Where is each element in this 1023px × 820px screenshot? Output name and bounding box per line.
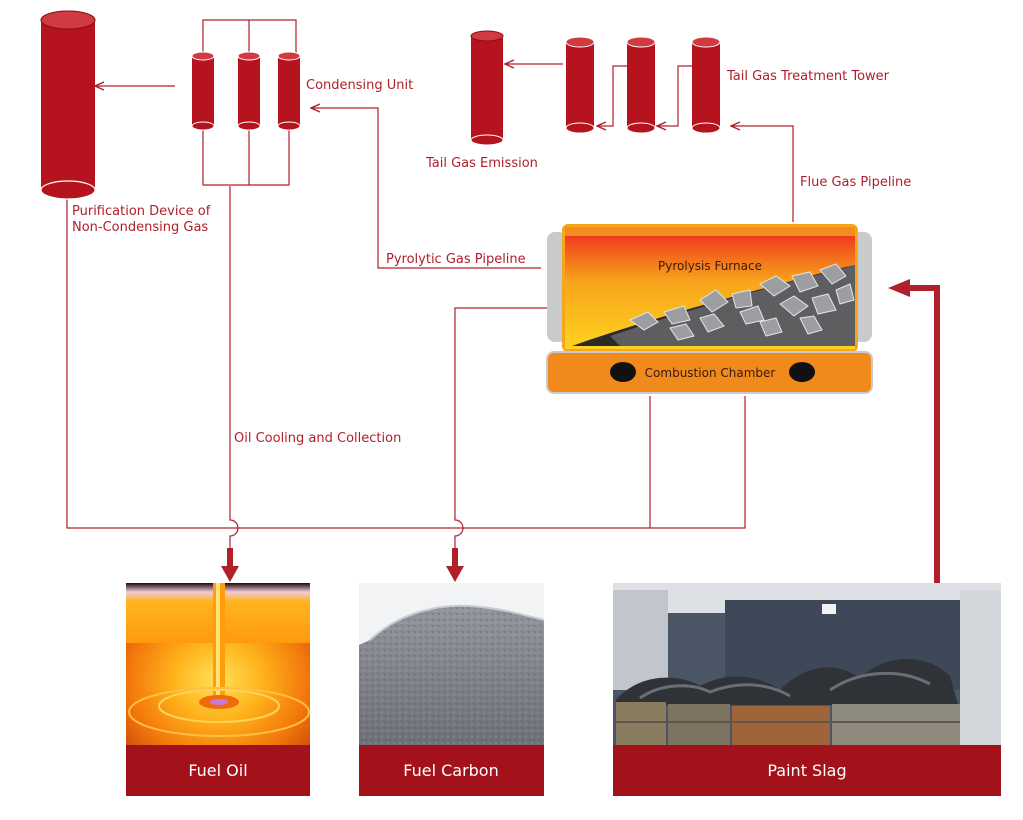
bottom-collection-line <box>66 196 746 529</box>
tail-gas-treatment-tower-label: Tail Gas Treatment Tower <box>726 69 890 84</box>
fuel-oil-image <box>126 583 310 745</box>
pyrolysis-furnace: Pyrolysis Furnace <box>547 224 872 352</box>
burner-right <box>789 362 815 382</box>
fuel-carbon-image <box>359 583 545 745</box>
paint-slag-label: Paint Slag <box>767 761 846 780</box>
flow-lines <box>66 19 794 548</box>
tail-gas-emission-label: Tail Gas Emission <box>425 156 538 171</box>
condenser-column-1 <box>191 51 215 131</box>
flue-gas-pipeline-label: Flue Gas Pipeline <box>800 175 911 190</box>
pyrolysis-furnace-label: Pyrolysis Furnace <box>658 259 762 273</box>
burner-left <box>610 362 636 382</box>
fuel-oil-caption: Fuel Oil <box>126 745 310 796</box>
purification-label-line1: Purification Device of <box>72 204 211 219</box>
condensing-unit <box>191 51 301 131</box>
combustion-chamber: Combustion Chamber <box>546 351 873 394</box>
fuel-oil-label: Fuel Oil <box>188 761 247 780</box>
slag-pieces <box>628 263 855 341</box>
combustion-chamber-label: Combustion Chamber <box>645 366 776 380</box>
condenser-column-2 <box>237 51 261 131</box>
pyrolytic-gas-pipeline-label: Pyrolytic Gas Pipeline <box>386 252 526 267</box>
flue-gas-pipe <box>731 126 794 222</box>
treatment-column-2 <box>626 36 656 134</box>
paint-slag-image <box>613 583 1001 745</box>
condensing-unit-label: Condensing Unit <box>306 78 413 93</box>
condenser-column-3 <box>277 51 301 131</box>
output-arrows <box>221 279 940 584</box>
tail-gas-emission-stack <box>470 30 504 146</box>
paint-slag-caption: Paint Slag <box>613 745 1001 796</box>
tail-gas-treatment-tower <box>565 36 721 134</box>
purification-label-line2: Non-Condensing Gas <box>72 220 208 235</box>
purification-cylinder <box>40 10 96 200</box>
oil-cooling-label: Oil Cooling and Collection <box>234 431 401 446</box>
fuel-carbon-caption: Fuel Carbon <box>359 745 544 796</box>
pyrolytic-gas-pipe <box>311 108 541 269</box>
treatment-column-3 <box>691 36 721 134</box>
fuel-carbon-label: Fuel Carbon <box>403 761 498 780</box>
treatment-column-1 <box>565 36 595 134</box>
